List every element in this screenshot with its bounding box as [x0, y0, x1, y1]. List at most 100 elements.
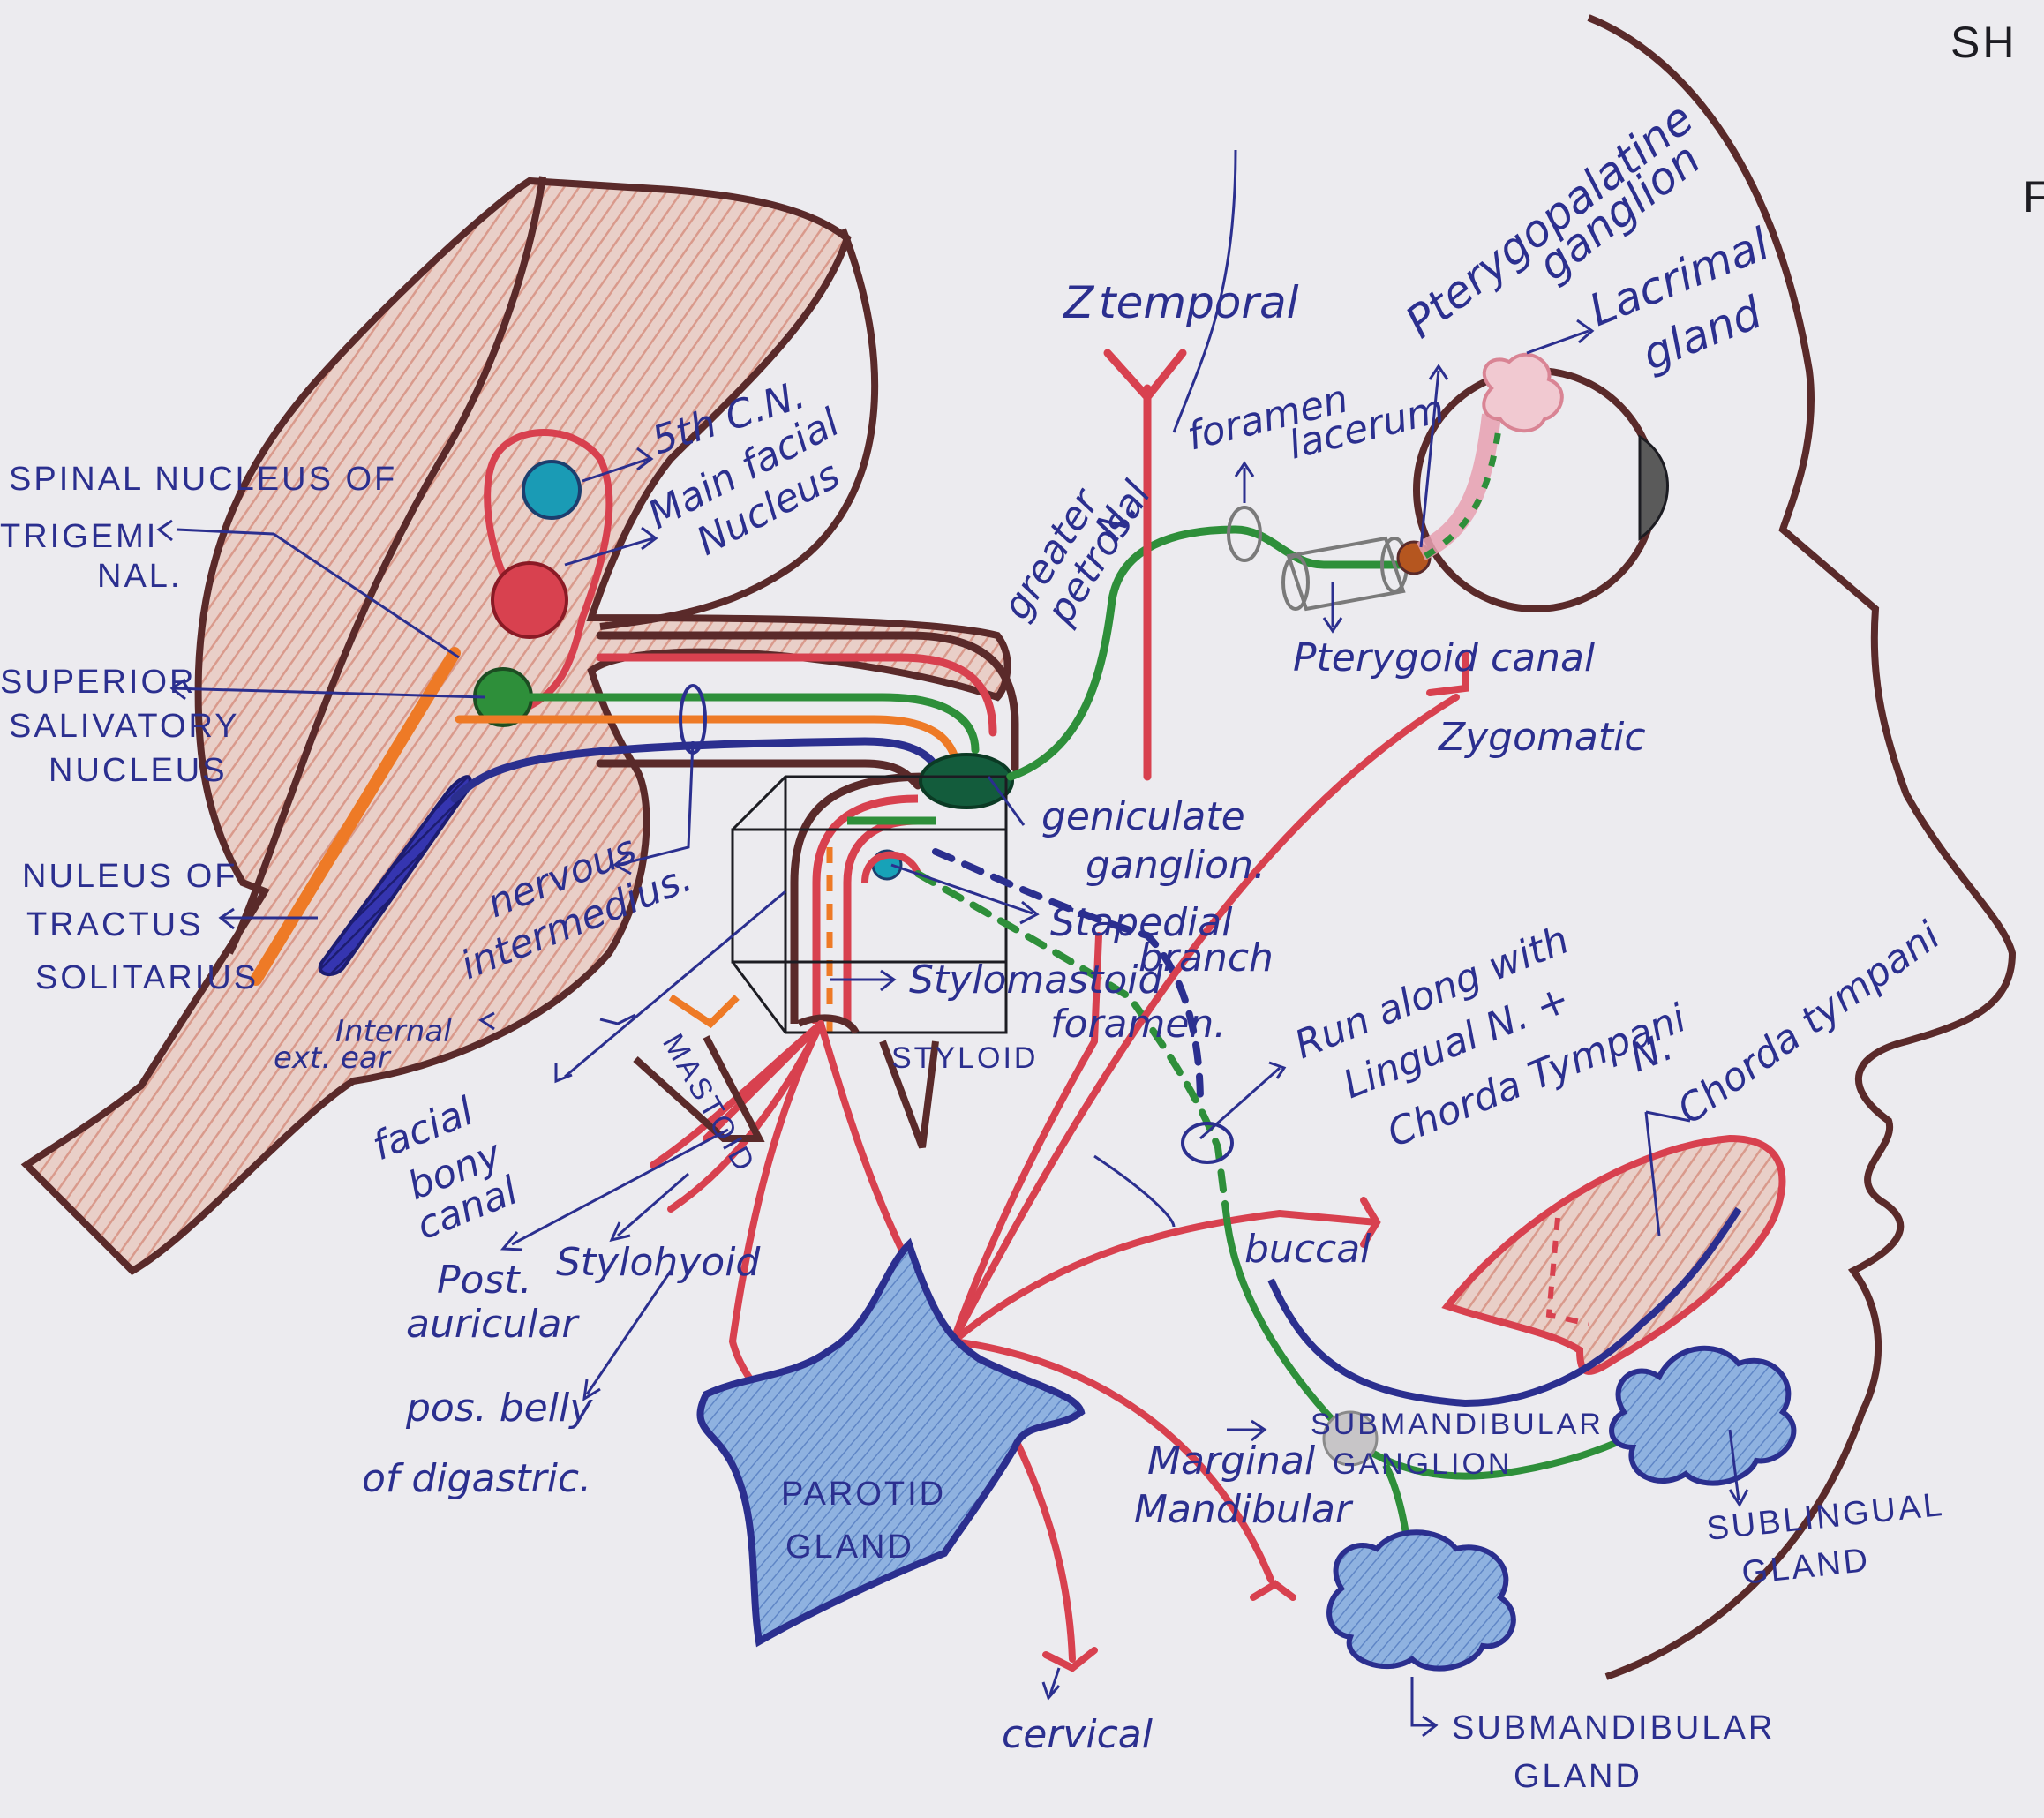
greater-petrosal-green — [1006, 525, 1417, 781]
label-superior-2: SALIVATORY — [9, 708, 240, 745]
corner-text: SH — [1950, 18, 2017, 67]
tongue-dashed-chorda — [1545, 1217, 1589, 1326]
stylomastoid-exit — [797, 1014, 860, 1035]
lacrimal-gland-cloud — [1482, 352, 1564, 433]
red-facial-motor — [596, 653, 997, 737]
brown-lower-nerve — [596, 759, 922, 790]
submandibular-gland — [1326, 1529, 1516, 1672]
label-marginal-1: Marginal — [1147, 1439, 1316, 1484]
label-marginal-2: Mandibular — [1134, 1487, 1354, 1532]
label-internal-1: Internal — [335, 1014, 452, 1049]
zygomatic-branch — [950, 694, 1460, 1345]
foramen-lacerum-ring — [1227, 506, 1262, 562]
main-facial-nucleus — [491, 561, 568, 639]
blue-dashed-stapedial — [932, 848, 1204, 1107]
label-spinal-2: TRIGEMI — [0, 518, 158, 555]
label-spinal-3: NAL. — [97, 558, 182, 595]
label-cervical: cervical — [1002, 1712, 1154, 1757]
pons-upper-contour — [226, 176, 546, 955]
label-posbelly-2: of digastric. — [362, 1456, 591, 1501]
label-temporal-prefix: Z — [1062, 277, 1095, 328]
cerebellar-curve — [599, 228, 879, 630]
label-stapedial-1: Stapedial — [1050, 900, 1233, 945]
label-parotid-2: GLAND — [785, 1529, 914, 1566]
lacrimal-green-dash — [1424, 414, 1504, 560]
label-smg-1: SUBMANDIBULAR — [1311, 1408, 1604, 1441]
zygomatic-fork — [1426, 650, 1469, 696]
label-parotid-1: PAROTID — [781, 1476, 946, 1513]
canal-brown-left — [790, 772, 928, 1024]
spinal-trigeminal-orange — [250, 647, 461, 986]
label-stylohyoid: Stylohyoid — [556, 1240, 761, 1285]
leader-lines — [156, 149, 1749, 1738]
mastoid-process — [633, 1035, 765, 1142]
lingual-nerve-blue — [1267, 1206, 1742, 1408]
lingual-chorda-ring — [1181, 1122, 1234, 1164]
label-post-1: Post. — [437, 1258, 532, 1303]
brown-outer-nerve — [596, 631, 1019, 772]
label-sublingual-2: GLAND — [1740, 1542, 1873, 1592]
label-buccal: buccal — [1244, 1227, 1371, 1272]
label-smg-2: GANGLION — [1333, 1447, 1512, 1481]
green-dashed-chorda — [914, 870, 1230, 1221]
label-superior-1: SUPERIOR — [0, 664, 196, 701]
mastoid-orange — [668, 994, 740, 1029]
brainstem — [20, 176, 1011, 1275]
label-geniculate-1: geniculate — [1041, 794, 1245, 839]
greater-petrosal-path — [1006, 349, 1432, 781]
label-zygomatic: Zygomatic — [1438, 715, 1646, 760]
temporal-fork — [1103, 349, 1187, 403]
chorda-tympani-path — [914, 848, 1234, 1221]
marginal-mandibular-branch — [950, 1338, 1274, 1583]
green-parasym — [525, 693, 980, 755]
label-submand-gland-1: SUBMANDIBULAR — [1452, 1709, 1775, 1747]
submandibular-ganglion — [1322, 1410, 1379, 1467]
marginal-fork — [1250, 1580, 1296, 1601]
label-geniculate-2: ganglion. — [1086, 843, 1266, 888]
temporal-bone-cube — [731, 775, 1008, 1034]
label-stylomastoid-1: Stylomastoid — [909, 958, 1164, 1003]
lacrimal-nerve-path — [1416, 413, 1501, 560]
label-submand-gland-2: GLAND — [1514, 1758, 1642, 1795]
eye — [1413, 352, 1669, 612]
pons-shape — [20, 177, 1011, 1275]
label-superior-3: NUCLEUS — [49, 752, 228, 789]
label-stylomastoid-2: foramen. — [1050, 1002, 1226, 1047]
pterygoid-canal-tube — [1281, 536, 1409, 612]
nuclei — [250, 429, 613, 986]
floor-of-mouth — [1223, 1134, 1797, 1672]
temporal-zyg-trunk — [950, 932, 1102, 1345]
chorda-green-to-submand — [1223, 1217, 1662, 1480]
styloid-process — [879, 1040, 939, 1149]
label-internal-2: ext. ear — [274, 1040, 392, 1076]
label-styloid: STYLOID — [891, 1041, 1038, 1075]
bony-processes — [633, 994, 939, 1149]
label-mastoid: MASTOID — [656, 1028, 763, 1179]
buccal-branch — [950, 1209, 1380, 1345]
buccal-fork — [1360, 1197, 1381, 1248]
label-chorda: Chorda tympani — [1669, 913, 1949, 1133]
geniculate-ganglion — [919, 753, 1014, 809]
label-posbelly-1: pos. belly — [405, 1386, 593, 1431]
label-tractus-1: NULEUS OF — [22, 858, 237, 895]
canal-red — [812, 794, 919, 1024]
label-post-2: auricular — [406, 1302, 580, 1347]
cervical-fork — [1042, 1647, 1098, 1672]
label-tractus-2: TRACTUS — [26, 906, 203, 943]
label-pterygoid-canal: Pterygoid canal — [1293, 635, 1596, 680]
main-facial-loop — [484, 429, 613, 710]
face-profile — [1587, 14, 2017, 1680]
label-temporal: temporal — [1099, 277, 1299, 328]
cornea — [1638, 434, 1669, 541]
label-tractus-3: SOLITARIUS — [35, 959, 259, 996]
facial-canal — [731, 753, 1014, 1041]
tongue — [1441, 1134, 1786, 1375]
label-stapedial-2: branch — [1138, 935, 1274, 980]
parotid-gland — [696, 1237, 1086, 1648]
stapedial-red-loop — [861, 851, 921, 883]
corner-mark: F — [2023, 172, 2044, 222]
label-spinal-1: SPINAL NUCLEUS OF — [9, 461, 397, 498]
fifth-cn-nucleus — [522, 460, 582, 520]
sublingual-gland — [1609, 1345, 1797, 1486]
